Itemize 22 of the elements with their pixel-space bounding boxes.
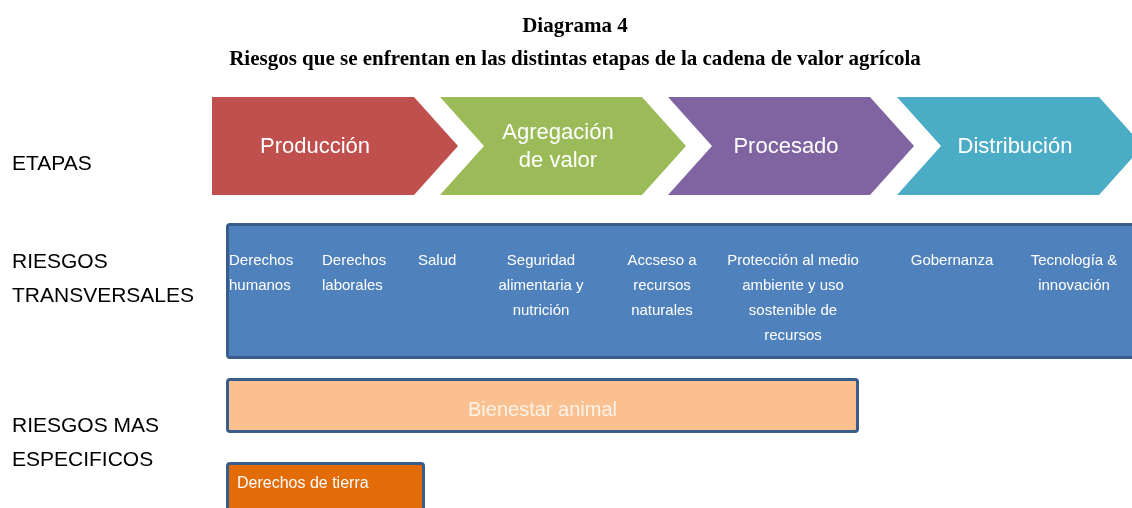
risk-panel: [226, 223, 1132, 359]
risk-item: Derechos laborales: [322, 250, 388, 295]
risk-item: Seguridad alimentaria y nutrición: [497, 250, 585, 320]
stage-label: Producción: [258, 132, 372, 160]
risk-label: Bienestar animal: [468, 396, 617, 422]
risk-item: Accseso a recursos naturales: [626, 250, 698, 320]
subtitle: Riesgos que se enfrentan en las distintas etapas de la cadena de valor agrícola: [228, 45, 922, 71]
risk-item: Protección al medio ambiente y uso sostenible de recursos: [726, 250, 860, 345]
row-label: RIESGOS MAS ESPECIFICOS: [12, 412, 161, 472]
stage-label: Procesado: [732, 132, 840, 160]
row-label: ETAPAS: [12, 150, 93, 176]
risk-item: Derechos humanos: [229, 250, 295, 295]
risk-bar: [226, 378, 859, 433]
risk-item: Gobernanza: [909, 250, 995, 270]
row-label: RIESGOS TRANSVERSALES: [12, 248, 196, 308]
stage-label: Agregación de valor: [501, 118, 615, 174]
stage-label: Distribución: [956, 132, 1074, 160]
risk-label: Derechos de tierra: [237, 473, 370, 493]
title: Diagrama 4: [521, 12, 629, 38]
risk-item: Salud: [418, 250, 458, 270]
risk-tag: [226, 462, 425, 508]
risk-item: Tecnología & innovación: [1029, 250, 1119, 295]
